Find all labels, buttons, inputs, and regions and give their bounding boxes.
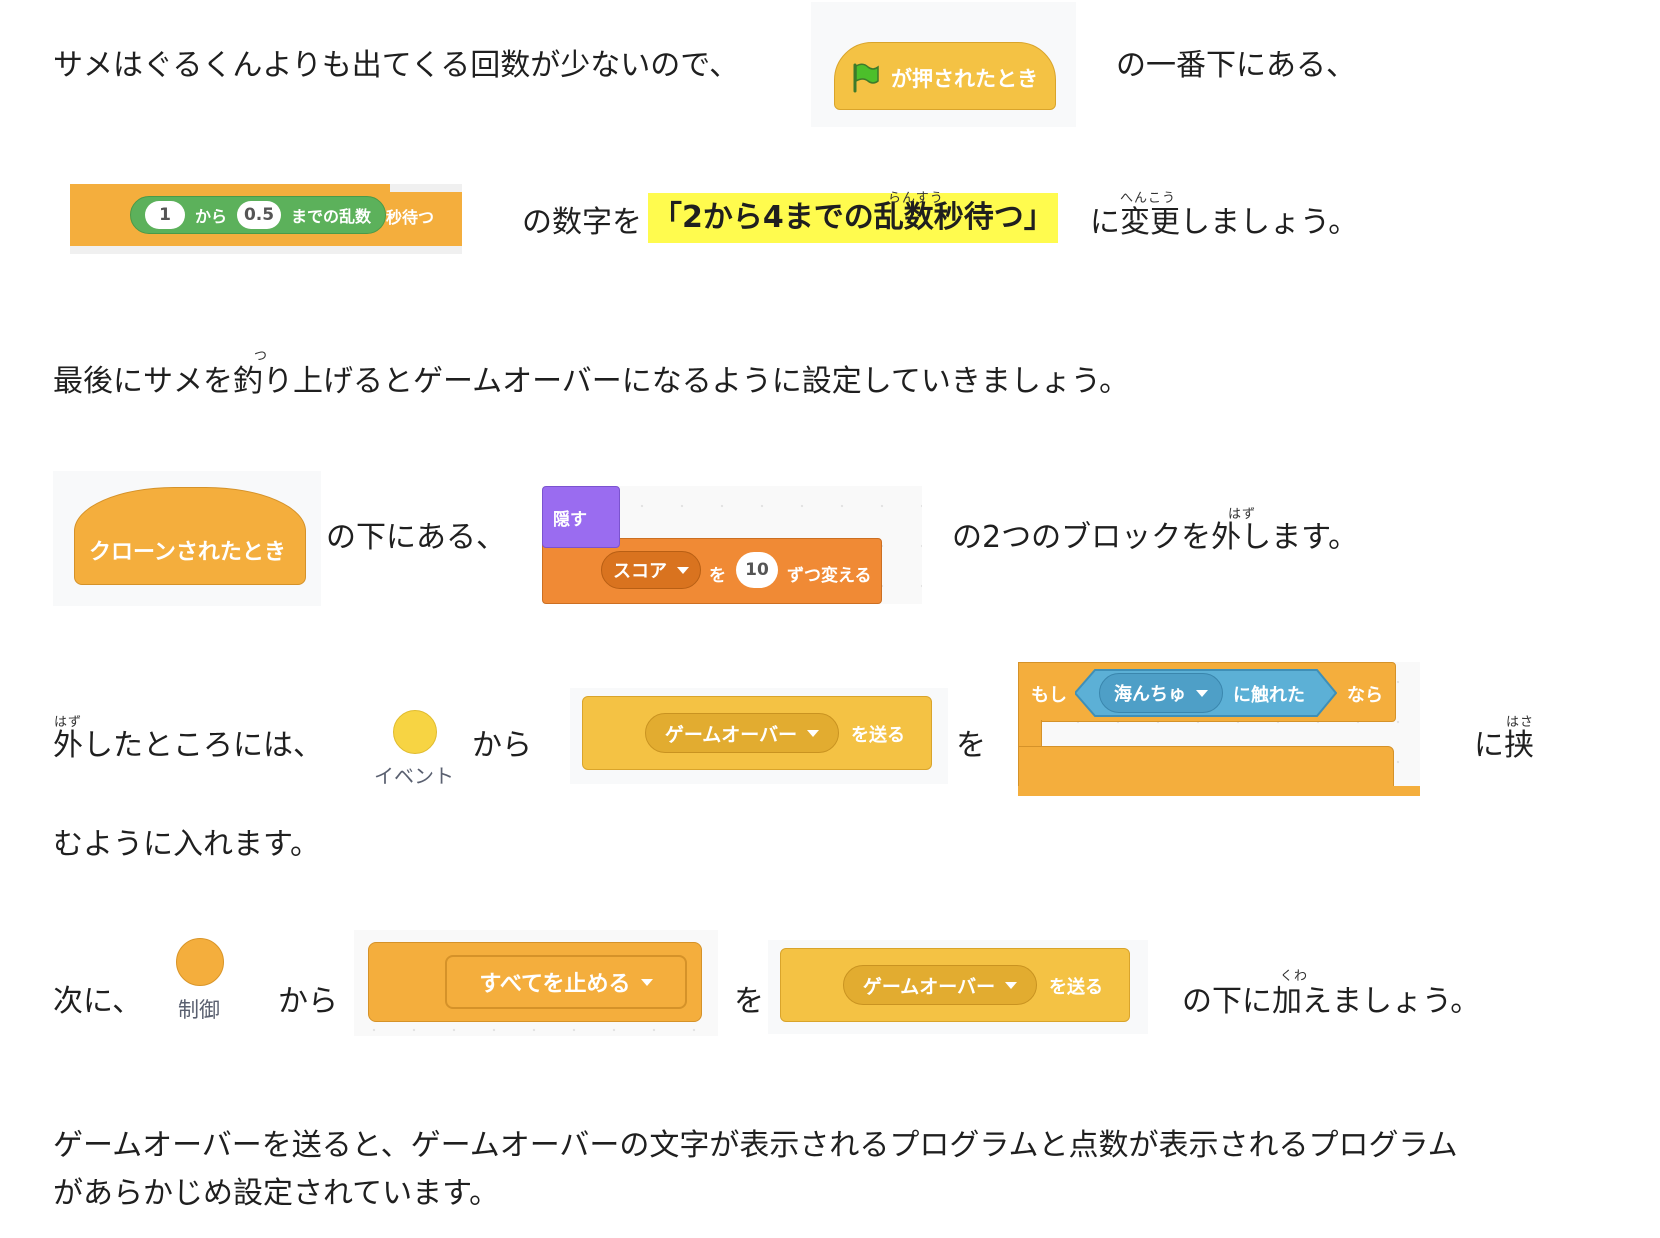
broadcast-label-2: を送る [1049,977,1103,998]
broadcast-gameover-block: ゲームオーバー を送る [582,696,932,770]
event-category-circle [393,710,437,754]
chevron-down-icon [1196,689,1208,697]
broadcast-block-image: ゲームオーバー を送る [570,688,948,784]
event-category-label: イベント [374,764,454,788]
control-category-circle [176,938,224,986]
then-label: なら [1347,685,1383,706]
broadcast-block-image-2: ゲームオーバー を送る [768,940,1148,1034]
highlighted-instruction: 「2から4までの乱数秒待つ」 [648,193,1058,243]
from-value[interactable]: 1 [144,201,185,229]
paragraph-4-start: の下にある、 [326,520,506,555]
green-flag-icon [853,63,879,93]
touching-label: に触れた [1233,685,1305,706]
control-category-button[interactable]: 制御 [164,936,234,1026]
broadcast-gameover-block-2: ゲームオーバー を送る [780,948,1130,1022]
hide-block: 隠す [542,486,620,548]
paragraph-6-end: の下に加えましょう。 [1182,984,1481,1019]
word-wo-2: を [734,984,764,1019]
score-word: を [709,566,726,586]
paragraph-5-end: に挟 [1474,728,1534,763]
ruby-ransuu: らんすう [888,191,944,206]
block-label: 隠す [553,510,587,530]
stop-all-block-image: すべてを止める [354,930,718,1036]
ruby-hazu-2: はず [54,715,83,730]
block-edge [390,184,462,192]
ruby-hasa: はさ [1506,715,1535,730]
paragraph-1-start: サメはぐるくんよりも出てくる回数が少ないので、 [53,48,740,83]
when-clone-start-block: クローンされたとき [74,487,306,585]
clone-block-image: クローンされたとき [53,471,321,606]
word-kara: から [472,728,532,763]
stop-all-block: すべてを止める [368,942,702,1022]
paragraph-6-start: 次に、 [53,984,143,1019]
paragraph-4-end: の2つのブロックを外します。 [952,520,1359,555]
to-value[interactable]: 0.5 [237,201,281,229]
paragraph-2-end: に変更しましょう。 [1090,205,1359,240]
word-wo: を [956,728,986,763]
if-block-bottom [1018,746,1394,788]
broadcast-message-dropdown-2[interactable]: ゲームオーバー [843,965,1037,1005]
ruby-henkou: へんこう [1120,191,1177,206]
if-block-base [1018,786,1420,796]
ruby-hazu: はず [1228,507,1257,522]
broadcast-label: を送る [851,725,905,746]
block-label: クローンされたとき [89,540,286,565]
block-label: が押されたとき [891,67,1038,91]
paragraph-7-line-1: ゲームオーバーを送ると、ゲームオーバーの文字が表示されるプログラムと点数が表示さ… [53,1128,1458,1163]
if-label: もし [1031,685,1067,706]
if-then-block: もし 海んちゅ に触れた なら [1018,662,1396,722]
paragraph-3: 最後にサメを釣り上げるとゲームオーバーになるように設定していきましょう。 [53,364,1130,399]
chevron-down-icon [807,729,820,737]
ruby-tsu: つ [254,349,269,364]
paragraph-2-start: の数字を [522,205,642,240]
paragraph-5-start: 外したところには、 [53,728,323,763]
random-wait-block-image: 1 から 0.5 までの乱数 秒待つ [70,184,462,254]
score-variable-dropdown[interactable]: スコア [601,551,701,589]
hide-score-blocks-image: スコア を 10 ずつ変える 隠す [542,486,922,604]
if-touching-block-image: もし 海んちゅ に触れた なら [1018,662,1420,796]
word-kara-2: から [278,984,338,1019]
from-word: から [194,207,227,226]
touching-sprite-dropdown[interactable]: 海んちゅ [1099,673,1223,713]
green-flag-block-image: が押されたとき [811,2,1076,127]
block-edge [70,246,462,254]
score-amount[interactable]: 10 [736,552,778,588]
when-flag-clicked-block: が押されたとき [834,42,1056,110]
chevron-down-icon [677,566,689,574]
score-label: ずつ変える [787,566,872,586]
paragraph-5-continued: むように入れます。 [53,827,320,862]
paragraph-7-line-2: があらかじめ設定されています。 [53,1176,500,1211]
wait-suffix: 秒待つ [386,208,435,227]
random-operator: 1 から 0.5 までの乱数 [130,196,386,234]
chevron-down-icon [1005,981,1018,989]
broadcast-message-dropdown[interactable]: ゲームオーバー [645,713,839,753]
paragraph-1-end: の一番下にある、 [1116,48,1356,83]
control-category-label: 制御 [178,998,220,1022]
chevron-down-icon [640,978,653,986]
change-score-block: スコア を 10 ずつ変える [542,538,882,604]
ruby-kuwa: くわ [1280,969,1309,984]
random-label: までの乱数 [291,207,372,226]
stop-option-dropdown[interactable]: すべてを止める [445,955,687,1009]
event-category-button[interactable]: イベント [369,708,459,790]
